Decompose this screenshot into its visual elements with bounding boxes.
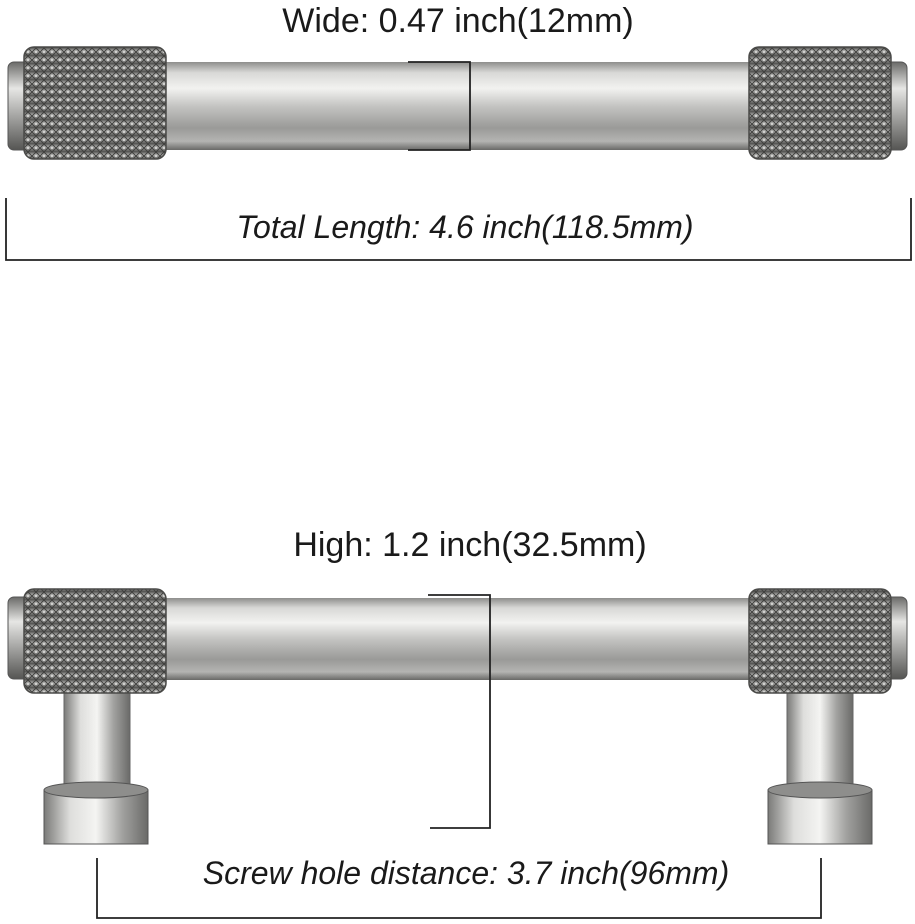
- left-post-base-rim: [43, 781, 149, 799]
- left-knurled-grip: [23, 46, 167, 160]
- screw-hole-distance-bracket: [96, 858, 822, 919]
- high-dimension-bracket: [428, 594, 491, 829]
- wide-label: Wide: 0.47 inch(12mm): [282, 2, 633, 40]
- handle-bar: [160, 62, 756, 150]
- high-label: High: 1.2 inch(32.5mm): [293, 526, 646, 564]
- left-post-base: [43, 789, 149, 845]
- side-right-knurled-grip: [748, 588, 892, 694]
- right-knurled-grip: [748, 46, 892, 160]
- right-post-base-rim: [767, 781, 873, 799]
- handle-top-view: [7, 46, 908, 160]
- right-post-base: [767, 789, 873, 845]
- screw-hole-distance-label: Screw hole distance: 3.7 inch(96mm): [203, 855, 729, 891]
- total-length-label: Total Length: 4.6 inch(118.5mm): [236, 209, 693, 245]
- total-length-bracket: [5, 198, 912, 261]
- side-handle-bar: [160, 598, 756, 680]
- side-left-knurled-grip: [23, 588, 167, 694]
- wide-dimension-bracket: [408, 61, 471, 151]
- handle-side-view: [7, 588, 908, 845]
